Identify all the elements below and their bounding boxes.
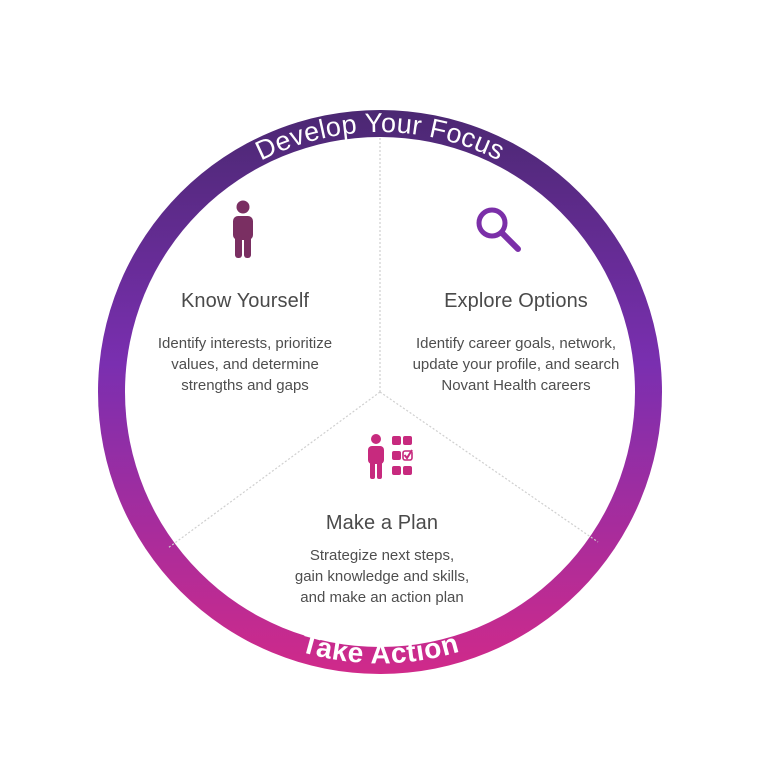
plan-line-2: gain knowledge and skills,	[294, 568, 470, 585]
explore-options-title: Explore Options	[444, 290, 588, 312]
make-a-plan-title: Make a Plan	[325, 512, 439, 534]
plan-line-1: Strategize next steps,	[309, 547, 455, 564]
make-a-plan-description: Strategize next steps, gain knowledge an…	[242, 545, 522, 608]
explore-line-1: Identify career goals, network,	[415, 335, 617, 352]
person-icon	[233, 200, 253, 258]
explore-options-description: Identify career goals, network, update y…	[376, 333, 656, 396]
know-line-2: values, and determine	[171, 356, 319, 373]
know-line-3: strengths and gaps	[181, 377, 309, 394]
explore-line-2: update your profile, and search	[412, 356, 620, 373]
know-yourself-title: Know Yourself	[180, 290, 310, 312]
person-checklist-icon	[368, 434, 413, 479]
magnifier-icon	[476, 207, 521, 252]
know-line-1: Identify interests, prioritize	[157, 335, 333, 352]
plan-line-3: and make an action plan	[300, 589, 464, 606]
divider-right	[379, 391, 599, 543]
explore-line-3: Novant Health careers	[441, 377, 591, 394]
know-yourself-description: Identify interests, prioritize values, a…	[105, 333, 385, 396]
